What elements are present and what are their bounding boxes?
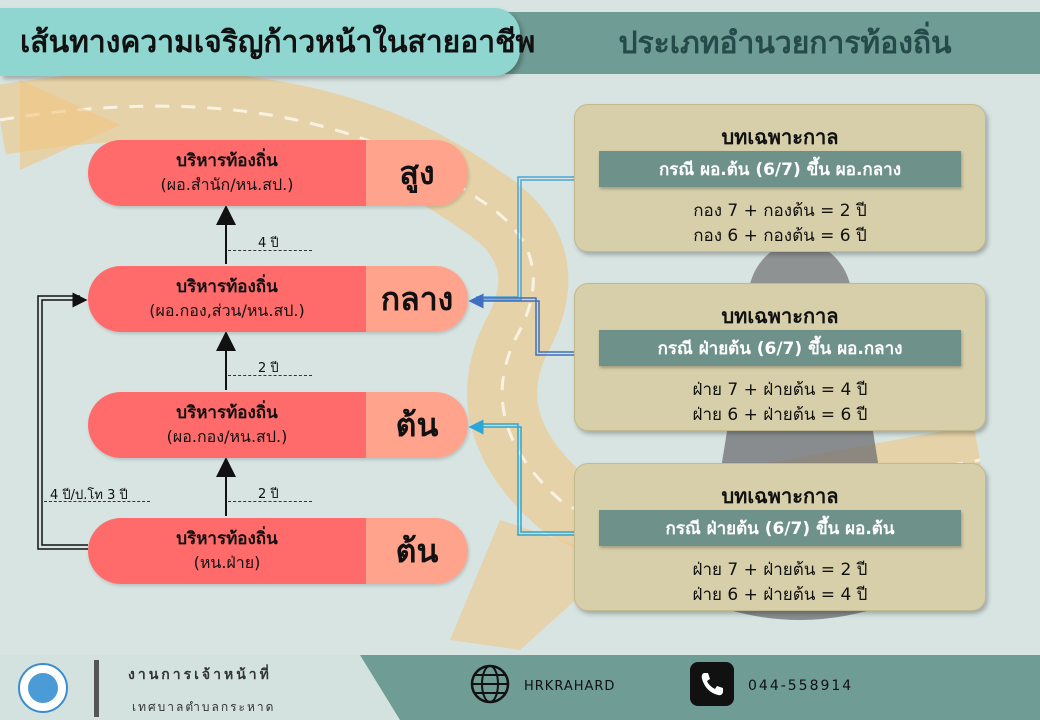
level-title: บริหารท้องถิ่น [176,529,278,549]
side-path-outer [37,295,88,550]
level-badge: ต้น [366,392,468,458]
level-pill-initial-section: บริหารท้องถิ่น (หน.ฝ่าย) ต้น [88,518,468,584]
globe-icon [470,664,510,704]
level-pill-high: บริหารท้องถิ่น (ผอ.สำนัก/หน.สป.) สูง [88,140,468,206]
card-title: บทเฉพาะกาล [721,304,839,328]
card-line: กอง 7 + กองต้น = 2 ปี [693,201,867,221]
header-title: เส้นทางความเจริญก้าวหน้าในสายอาชีพ [20,24,536,60]
step-label-middle: 2 ปี [258,361,279,376]
level-detail: (ผอ.กอง/หน.สป.) [166,427,288,446]
transitional-card-1: บทเฉพาะกาล กรณี ผอ.ต้น (6/7) ขึ้น ผอ.กลา… [574,104,986,252]
footer-org-line1: งานการเจ้าหน้าที่ [128,667,272,683]
level-title: บริหารท้องถิ่น [176,403,278,423]
card-line: กอง 6 + กองต้น = 6 ปี [693,226,867,246]
level-pill-middle: บริหารท้องถิ่น (ผอ.กอง,ส่วน/หน.สป.) กลาง [88,266,468,332]
municipality-logo [18,663,68,713]
card-case-bar: กรณี ฝ่ายต้น (6/7) ขึ้น ผอ.กลาง [599,330,961,366]
card-case-bar: กรณี ฝ่ายต้น (6/7) ขึ้น ผอ.ต้น [599,510,961,546]
connector-card1b [476,179,574,301]
step-divider-top [228,250,312,251]
footer-web-handle[interactable]: HRKRAHARD [524,679,616,694]
step-divider-bottom [228,501,312,502]
transitional-card-3: บทเฉพาะกาล กรณี ฝ่ายต้น (6/7) ขึ้น ผอ.ต้… [574,463,986,611]
level-detail: (ผอ.กอง,ส่วน/หน.สป.) [149,301,305,320]
footer-phone-number[interactable]: 044-558914 [748,678,854,694]
level-title: บริหารท้องถิ่น [176,151,278,171]
connector-card2 [476,297,574,356]
level-badge: ต้น [366,518,468,584]
level-badge: สูง [366,140,468,206]
header-title-bar: เส้นทางความเจริญก้าวหน้าในสายอาชีพ [0,8,535,76]
step-label-bottom: 2 ปี [258,487,279,502]
card-line: ฝ่าย 6 + ฝ่ายต้น = 4 ปี [692,585,868,605]
connector-card1 [476,176,574,298]
footer-divider [94,660,99,717]
step-divider-middle [228,375,312,376]
side-path-inner [41,292,88,546]
header-subtitle-bar: ประเภทอำนวยการท้องถิ่น [500,12,1040,74]
level-badge: กลาง [366,266,468,332]
transitional-card-2: บทเฉพาะกาล กรณี ฝ่ายต้น (6/7) ขึ้น ผอ.กล… [574,283,986,431]
step-divider-side [44,501,150,502]
card-title: บทเฉพาะกาล [721,125,839,149]
card-line: ฝ่าย 7 + ฝ่ายต้น = 4 ปี [692,380,868,400]
connector-card3b [468,419,574,533]
header-subtitle: ประเภทอำนวยการท้องถิ่น [618,25,952,61]
phone-icon [690,662,734,706]
connector-card3 [476,423,574,536]
card-line: ฝ่าย 6 + ฝ่ายต้น = 6 ปี [692,405,868,425]
level-title: บริหารท้องถิ่น [176,277,278,297]
footer-org-line2: เทศบาลตำบลกระหาด [132,700,276,714]
connector-card2b [468,293,574,353]
level-detail: (ผอ.สำนัก/หน.สป.) [160,175,294,194]
level-detail: (หน.ฝ่าย) [193,553,261,572]
level-pill-initial-director: บริหารท้องถิ่น (ผอ.กอง/หน.สป.) ต้น [88,392,468,458]
step-label-side: 4 ปี/ป.โท 3 ปี [50,488,128,503]
card-line: ฝ่าย 7 + ฝ่ายต้น = 2 ปี [692,560,868,580]
card-case-bar: กรณี ผอ.ต้น (6/7) ขึ้น ผอ.กลาง [599,151,961,187]
card-title: บทเฉพาะกาล [721,484,839,508]
step-label-top: 4 ปี [258,236,279,251]
